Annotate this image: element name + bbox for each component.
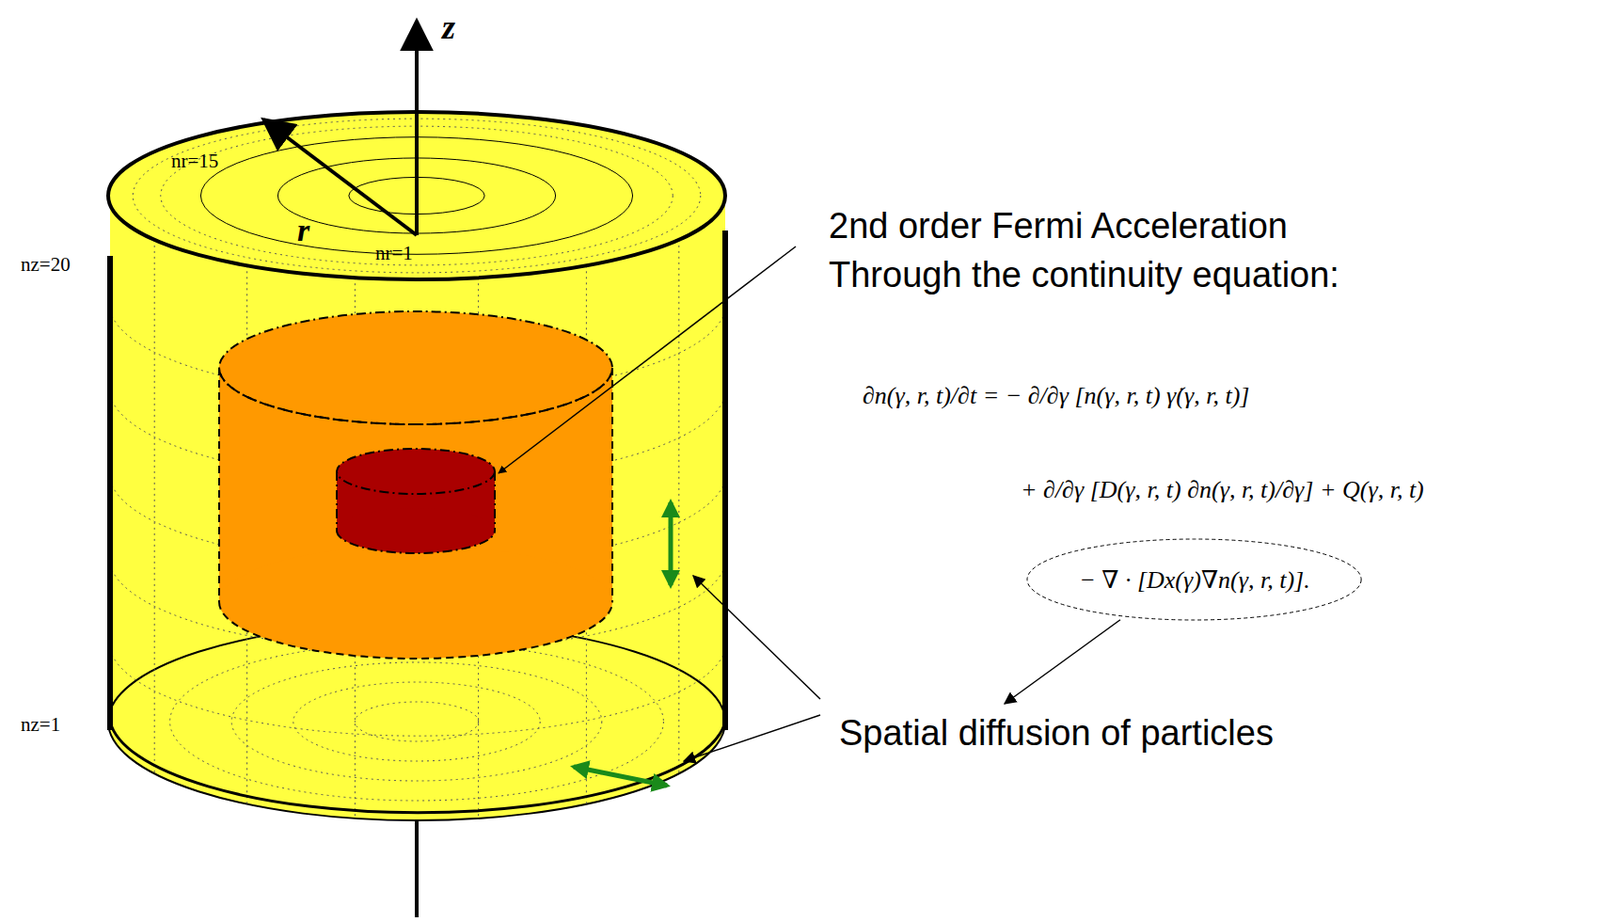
middle-cylinder-top [219,311,613,425]
r-arrow [263,119,417,236]
equation-line: + ∂/∂γ [D(γ, r, t) ∂n(γ, r, t)/∂γ] + Q(γ… [1020,475,1425,505]
equation-term: − ∇ · [Dx(γ)∇n(γ, r, t)]. [1078,565,1311,595]
grid-index: nr=1 [375,241,413,265]
callout-text: Spatial diffusion of particles [839,712,1274,755]
grid-line [293,681,540,761]
leader-line [683,714,821,761]
diffusion-arrow [668,502,674,586]
grid-lines [110,239,726,819]
inner-cylinder-edge [493,471,496,531]
middle-cylinder-bottom [219,545,613,659]
outer-cylinder-edge [110,721,726,813]
leader-line [498,246,796,474]
grid-index: nz=20 [20,253,71,276]
leader-line [693,575,821,699]
axis-label: r [297,211,310,249]
grid-index: nr=15 [171,149,219,173]
outer-cylinder-side [107,255,113,730]
outer-cylinder-side [722,230,729,730]
grid-line [231,662,602,781]
axis-label: z [442,8,456,48]
middle-cylinder-edge [218,367,221,602]
equation-line: ∂n(γ, r, t)/∂t = − ∂/∂γ [n(γ, r, t) γ̇(γ… [862,381,1250,411]
callout-text: Through the continuity equation: [828,254,1340,297]
inner-cylinder-top [336,448,495,494]
inner-cylinder-edge [336,530,495,554]
inner-cylinder-bottom [336,507,495,554]
grid-line [154,239,156,774]
z-axis [414,20,419,236]
middle-cylinder-edge [611,367,614,602]
grid-index: nz=1 [20,712,61,736]
inner-cylinder-edge [335,471,338,531]
grid-line [678,239,680,774]
middle-cylinder-rim [219,367,613,425]
middle-cylinder-edge [219,601,613,659]
leader-line [1004,619,1121,704]
diffusion-arrow [573,766,667,786]
grid-line [354,701,478,742]
grid-line [170,642,665,801]
dashed-ellipse-term: − ∇ · [Dx(γ)∇n(γ, r, t)]. [1025,537,1363,622]
callout-text: 2nd order Fermi Acceleration [828,205,1288,248]
ellipse-outline [1027,538,1362,620]
